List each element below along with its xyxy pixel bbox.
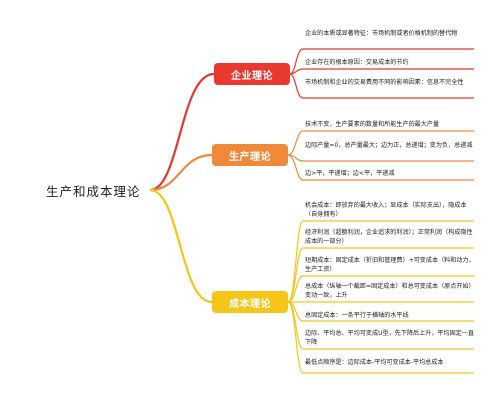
connector-production-leaf-3: [287, 154, 304, 181]
connector-root-to-cost: [149, 188, 213, 304]
connector-cost-leaf-2: [287, 247, 304, 303]
connector-root-to-production: [149, 153, 213, 192]
leaf-cost-short-run: 短期成本：固定成本（折旧和管理费）+可变成本（料和动力，生产工资）: [305, 257, 475, 274]
leaf-cost-profit: 经济利润（超额利润，企业追求的利润）；正常利润（构成隐性成本的一部分）: [305, 229, 473, 246]
connector-enterprise-leaf-2: [289, 68, 304, 75]
leaf-cost-total: 总成本（纵轴一个截距=固定成本）和总可变成本（原点开始）变动一致，上升: [305, 283, 475, 300]
branch-production-theory: 生产理论: [212, 144, 288, 166]
connector-cost-leaf-7: [287, 301, 304, 374]
connector-enterprise-leaf-3: [289, 73, 304, 99]
connector-production-leaf-1: [287, 130, 304, 156]
connector-enterprise-leaf-1: [289, 48, 304, 75]
leaf-cost-u-shape: 边际、平均总、平均可变成U型，先下降后上升，平均固定一直下降: [305, 330, 474, 347]
branch-enterprise-theory: 企业理论: [214, 63, 290, 85]
leaf-cost-order: 最低点顺序是：边际成本-平均可变成本-平均总成本: [305, 359, 444, 366]
leaf-enterprise-reason: 企业存在的根本原因：交易成本的节约: [305, 59, 409, 66]
leaf-cost-fixed: 总固定成本：一条平行于横轴的水平线: [305, 312, 409, 319]
leaf-production-marginal: 边际产量=0，总产量最大；边为正，总递增；变为负，总递减: [305, 142, 473, 149]
leaf-enterprise-essence: 企业的本质或显著特征：市场机制或者价格机制的替代物: [305, 30, 458, 37]
connector-root-to-enterprise: [149, 72, 215, 192]
leaf-production-tech: 技术不变，生产要素的数量和所能生产的最大产量: [305, 121, 440, 128]
connector-cost-leaf-3: [287, 275, 304, 303]
leaf-enterprise-factors: 市场机制和企业的交易费用不同的影响因素：信息不完全性: [305, 79, 464, 86]
branch-cost-theory: 成本理论: [212, 291, 288, 313]
leaf-production-average: 边>平，平递增；边<平，平递减: [305, 170, 395, 177]
leaf-cost-opportunity: 机会成本：即放弃的最大收入；显成本（实际支出），隐成本（自身拥有）: [305, 202, 467, 219]
root-topic: 生产和成本理论: [46, 184, 141, 199]
